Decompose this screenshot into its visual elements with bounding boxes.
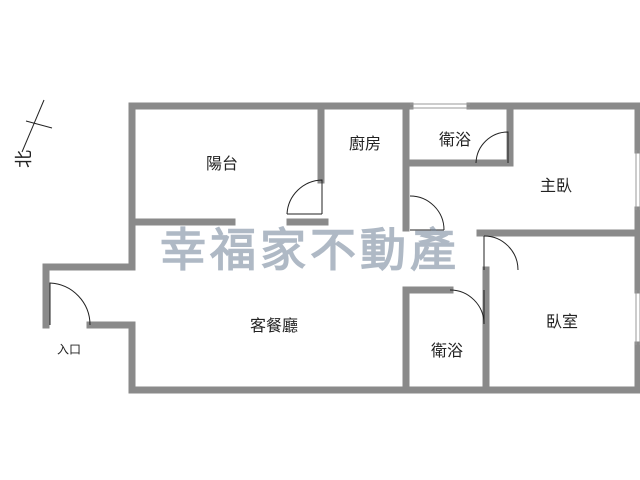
outer-walls: [42, 102, 640, 394]
doors: [49, 131, 519, 326]
compass-north-label: 北: [14, 150, 35, 168]
room-label-living-dining: 客餐廳: [249, 316, 299, 335]
room-label-kitchen: 廚房: [348, 134, 382, 153]
room-label-bath-top: 衛浴: [438, 130, 472, 149]
room-label-entrance: 入口: [56, 342, 82, 357]
windows: [410, 103, 640, 345]
room-label-bath-bottom: 衛浴: [430, 341, 464, 360]
room-label-bedroom: 臥室: [545, 312, 579, 331]
watermark: 幸福家不動產: [160, 223, 460, 277]
room-label-balcony: 陽台: [205, 154, 239, 173]
room-label-master-bedroom: 主臥: [539, 176, 573, 195]
inner-walls: [128, 102, 640, 394]
north-arrow-icon: [21, 99, 53, 153]
